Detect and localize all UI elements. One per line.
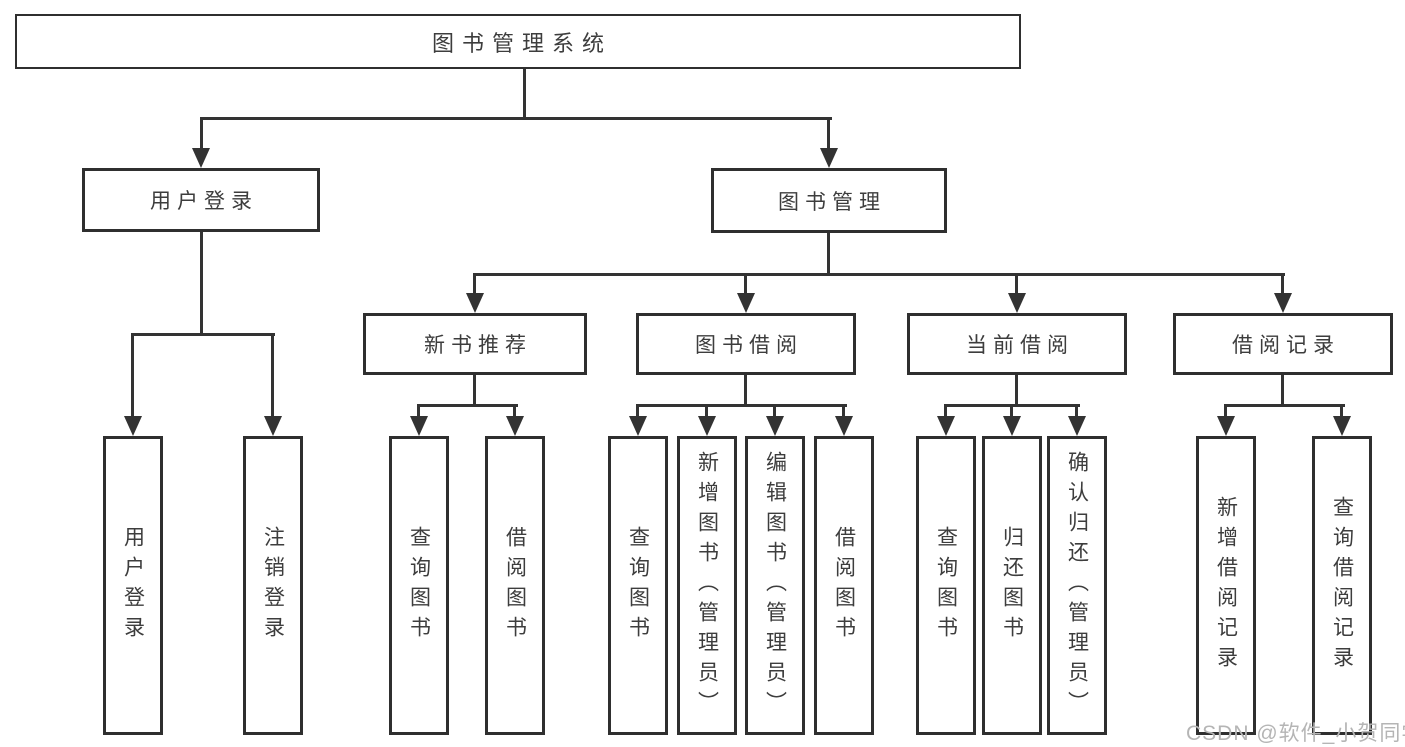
connector-line (842, 406, 845, 420)
connector-line (1281, 275, 1284, 295)
connector-line (200, 232, 203, 336)
connector-line (636, 406, 639, 420)
connector-line (1015, 275, 1018, 295)
node-user-login: 用户登录 (82, 168, 320, 232)
node-leaf-query-book-3: 查询图书 (916, 436, 976, 735)
node-leaf-add-book-admin: 新增图书（管理员） (677, 436, 737, 735)
node-borrow-records-label: 借阅记录 (1232, 334, 1340, 357)
connector-line (523, 69, 526, 119)
connector-line (744, 375, 747, 406)
node-leaf-borrow-book-1: 借阅图书 (485, 436, 545, 735)
arrow-down-icon (1008, 293, 1026, 313)
node-current-borrow: 当前借阅 (907, 313, 1127, 375)
connector-line (200, 117, 832, 120)
arrow-down-icon (192, 148, 210, 168)
arrow-down-icon (1217, 416, 1235, 436)
connector-line (1224, 404, 1345, 407)
node-leaf-add-borrow-record-label: 新增借阅记录 (1214, 495, 1238, 676)
node-new-book-recommend: 新书推荐 (363, 313, 587, 375)
arrow-down-icon (124, 416, 142, 436)
connector-line (1015, 375, 1018, 406)
arrow-down-icon (737, 293, 755, 313)
connector-line (944, 404, 1080, 407)
connector-line (1010, 406, 1013, 420)
node-leaf-query-borrow-record: 查询借阅记录 (1312, 436, 1372, 735)
node-leaf-query-borrow-record-label: 查询借阅记录 (1330, 495, 1354, 676)
node-leaf-edit-book-admin: 编辑图书（管理员） (745, 436, 805, 735)
node-leaf-logout-label: 注销登录 (261, 525, 285, 646)
connector-line (473, 273, 1285, 276)
node-leaf-return-book: 归还图书 (982, 436, 1042, 735)
connector-line (1075, 406, 1078, 420)
arrow-down-icon (820, 148, 838, 168)
node-leaf-edit-book-admin-label: 编辑图书（管理员） (763, 450, 787, 721)
arrow-down-icon (1274, 293, 1292, 313)
node-current-borrow-label: 当前借阅 (966, 334, 1074, 357)
arrow-down-icon (1068, 416, 1086, 436)
arrow-down-icon (698, 416, 716, 436)
connector-line (271, 335, 274, 418)
node-leaf-confirm-return-admin: 确认归还（管理员） (1047, 436, 1107, 735)
node-leaf-query-book-1-label: 查询图书 (407, 525, 431, 646)
connector-line (131, 335, 134, 418)
node-leaf-query-book-2: 查询图书 (608, 436, 668, 735)
arrow-down-icon (629, 416, 647, 436)
node-root: 图书管理系统 (15, 14, 1021, 69)
node-leaf-query-book-3-label: 查询图书 (934, 525, 958, 646)
node-leaf-borrow-book-1-label: 借阅图书 (503, 525, 527, 646)
arrow-down-icon (466, 293, 484, 313)
arrow-down-icon (1333, 416, 1351, 436)
node-leaf-user-login-label: 用户登录 (121, 525, 145, 646)
connector-line (827, 233, 830, 276)
connector-line (827, 119, 830, 150)
arrow-down-icon (264, 416, 282, 436)
connector-line (473, 275, 476, 295)
node-leaf-add-borrow-record: 新增借阅记录 (1196, 436, 1256, 735)
connector-line (200, 119, 203, 150)
node-user-login-label: 用户登录 (150, 190, 258, 213)
node-book-mgmt: 图书管理 (711, 168, 947, 233)
node-leaf-logout: 注销登录 (243, 436, 303, 735)
connector-line (944, 406, 947, 420)
connector-line (744, 275, 747, 295)
connector-line (705, 406, 708, 420)
arrow-down-icon (410, 416, 428, 436)
node-root-label: 图书管理系统 (431, 30, 612, 56)
arrow-down-icon (766, 416, 784, 436)
connector-line (636, 404, 847, 407)
node-leaf-borrow-book-2: 借阅图书 (814, 436, 874, 735)
connector-line (1340, 406, 1343, 420)
arrow-down-icon (506, 416, 524, 436)
node-leaf-user-login: 用户登录 (103, 436, 163, 735)
arrow-down-icon (1003, 416, 1021, 436)
connector-line (1224, 406, 1227, 420)
connector-line (417, 406, 420, 420)
arrow-down-icon (937, 416, 955, 436)
node-leaf-confirm-return-admin-label: 确认归还（管理员） (1065, 450, 1089, 721)
csdn-watermark: CSDN @软件_小贺同学 (1186, 722, 1405, 745)
connector-line (1281, 375, 1284, 406)
node-leaf-return-book-label: 归还图书 (1000, 525, 1024, 646)
node-leaf-query-book-2-label: 查询图书 (626, 525, 650, 646)
node-borrow-records: 借阅记录 (1173, 313, 1393, 375)
connector-line (131, 333, 275, 336)
node-book-borrow: 图书借阅 (636, 313, 856, 375)
connector-line (417, 404, 518, 407)
connector-line (473, 375, 476, 406)
node-book-mgmt-label: 图书管理 (778, 190, 886, 214)
connector-line (773, 406, 776, 420)
node-leaf-query-book-1: 查询图书 (389, 436, 449, 735)
connector-line (513, 406, 516, 420)
node-book-borrow-label: 图书借阅 (695, 334, 803, 357)
node-leaf-borrow-book-2-label: 借阅图书 (832, 525, 856, 646)
arrow-down-icon (835, 416, 853, 436)
node-new-book-recommend-label: 新书推荐 (424, 334, 532, 357)
node-leaf-add-book-admin-label: 新增图书（管理员） (695, 450, 719, 721)
